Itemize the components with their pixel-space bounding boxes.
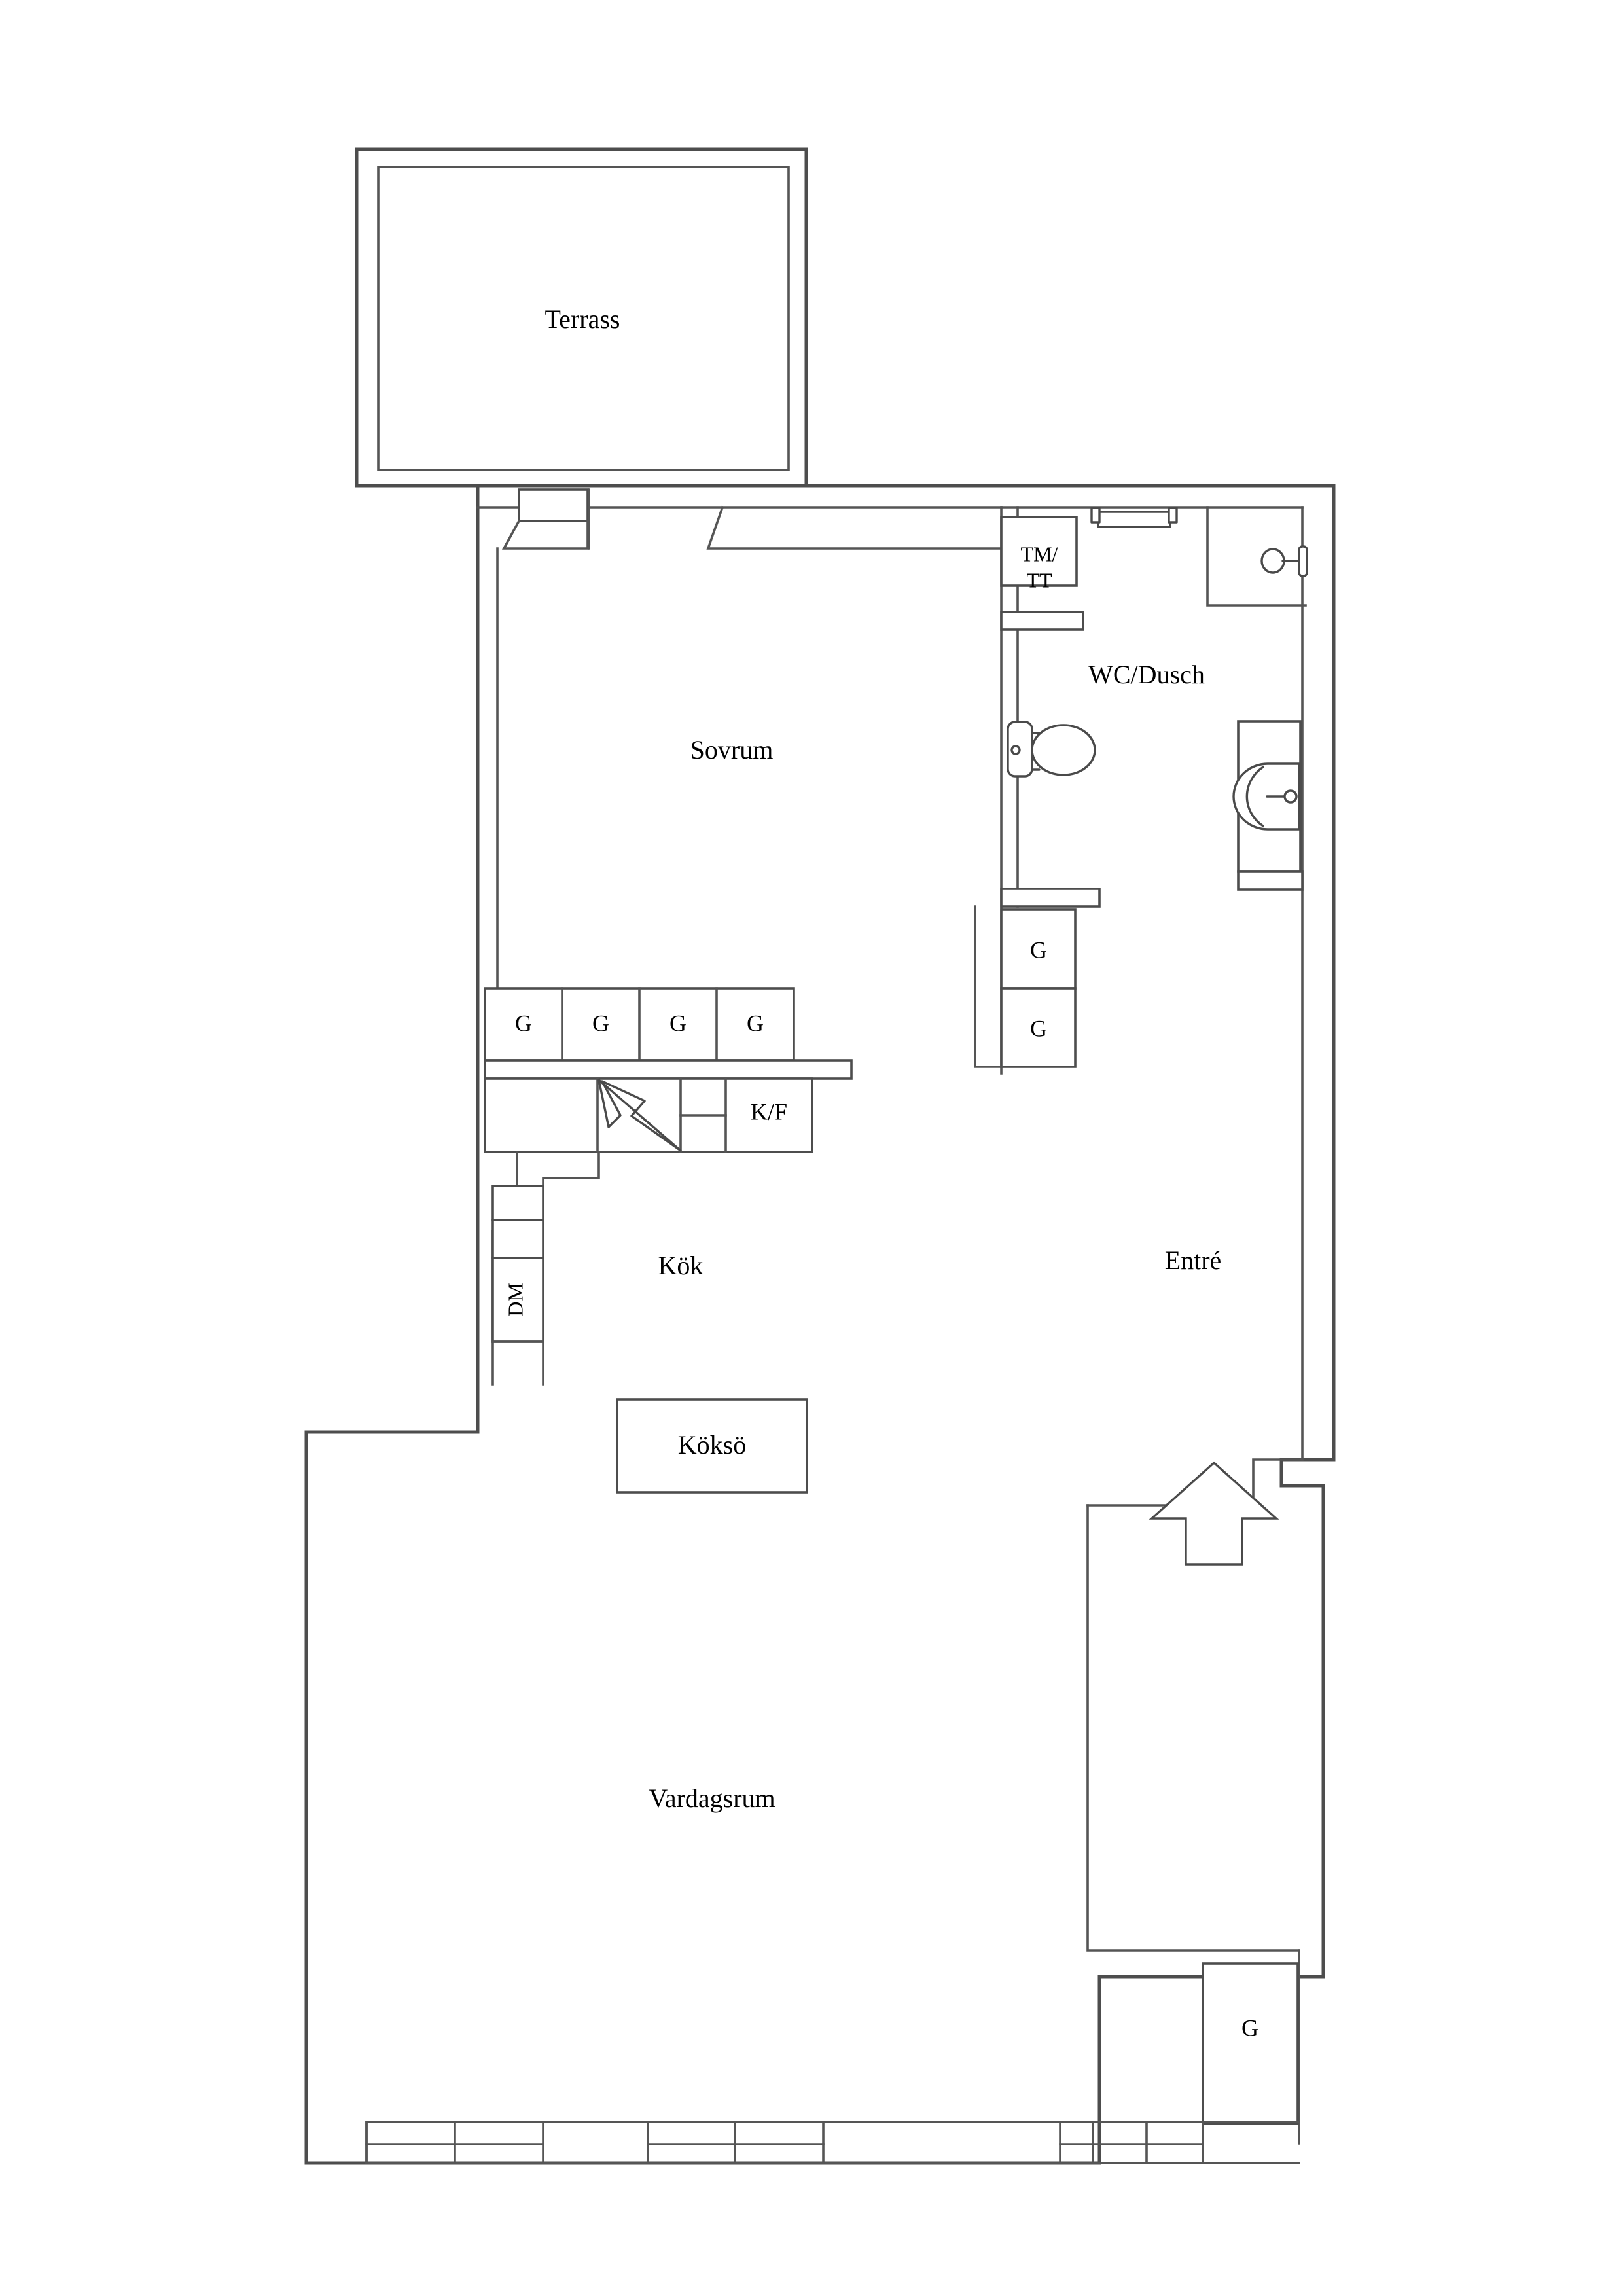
washer-dryer-label-line1: TM/ <box>1021 542 1058 565</box>
corridor-left-inner <box>1086 1504 1300 1952</box>
wc-window <box>1090 507 1178 528</box>
kitchen-left-counter: DM <box>491 1151 600 1386</box>
apartment-inner-walls <box>476 506 1304 2145</box>
room-label-terrass: Terrass <box>545 304 620 334</box>
wc-lower-partition-right <box>1237 870 1304 891</box>
kitchen-island-box <box>616 1398 808 1494</box>
kitchen-upper-cabinets: K/F <box>484 1077 813 1153</box>
entry-closet-box <box>1202 1962 1299 2125</box>
bedroom-upper-right-opening <box>706 505 1003 550</box>
living-room-windows <box>365 2121 1300 2164</box>
room-label-entre: Entré <box>1165 1246 1222 1275</box>
dishwasher-unit <box>491 1257 544 1343</box>
bedroom-right-opening-splay <box>706 505 1003 550</box>
window-jamb-left <box>1090 507 1101 524</box>
closet-label-g-bedroom-4: G <box>747 1010 764 1036</box>
faucet-handle <box>1283 789 1298 804</box>
closet-label-g-hall-2: G <box>1030 1015 1047 1041</box>
kitchen-sink-basin-1 <box>491 1185 544 1221</box>
kitchen-top-partition <box>484 1059 853 1080</box>
entrance-arrow-up <box>1149 1461 1279 1566</box>
washbasin-rim <box>1245 766 1264 827</box>
terrass-inner-wall <box>377 166 790 471</box>
shower-head-bulb <box>1260 548 1285 574</box>
bedroom-wardrobe-row: G G G G <box>484 987 795 1062</box>
terrace-door-opening <box>501 488 590 550</box>
closet-label-g-entry-1: G <box>1241 2015 1258 2041</box>
stove-lightning-icon <box>597 1079 682 1152</box>
kitchen-sink-basin-2 <box>491 1219 544 1259</box>
kitchen-island-label: Köksö <box>678 1430 746 1460</box>
dishwasher-label: DM <box>503 1283 527 1317</box>
hall-wardrobe-lower <box>1000 987 1077 1068</box>
fridge-freezer-label: K/F <box>751 1098 787 1124</box>
apartment-outer-walls <box>304 484 1336 2165</box>
room-label-kok: Kök <box>658 1251 704 1280</box>
kitchen-island: Köksö <box>616 1398 808 1494</box>
hall-wardrobes: G G <box>974 905 1077 1068</box>
shower-head-icon <box>1260 545 1308 577</box>
hall-wardrobe-left-wall <box>974 905 1003 1068</box>
toilet-flush-button <box>1010 745 1021 755</box>
closet-label-g-bedroom-1: G <box>515 1010 532 1036</box>
closet-label-g-bedroom-2: G <box>592 1010 609 1036</box>
kitchen-partition-bar <box>484 1059 853 1080</box>
room-label-sovrum: Sovrum <box>690 735 774 764</box>
washbasin-unit <box>1232 720 1302 873</box>
wc-lower-partition-left <box>1000 888 1101 908</box>
entrance-arrow-shape <box>1149 1461 1279 1566</box>
toilet-seat-connector <box>1031 732 1041 771</box>
wc-dusch-area: TM/ TT <box>1000 506 1308 908</box>
terrace-door-leaf <box>518 488 589 522</box>
hall-wardrobe-upper <box>1000 908 1077 990</box>
room-labels: Terrass Sovrum WC/Dusch Kök Entré Vardag… <box>545 304 1222 1813</box>
room-label-wc-dusch: WC/Dusch <box>1088 660 1205 689</box>
closet-label-g-hall-1: G <box>1030 937 1047 963</box>
wc-upper-partition <box>1000 611 1084 631</box>
window-band-frame <box>365 2121 1094 2164</box>
kitchen-counter-row <box>484 1077 813 1153</box>
terrace-door-threshold <box>501 519 589 550</box>
window-jamb-right <box>1168 507 1178 524</box>
toilet-icon <box>1007 721 1096 778</box>
toilet-bowl <box>1031 724 1096 776</box>
closet-label-g-bedroom-3: G <box>669 1010 687 1036</box>
shower-enclosure <box>1206 506 1307 607</box>
washer-dryer-label-line2: TT <box>1026 568 1052 592</box>
shower-wall-mount <box>1298 545 1308 577</box>
room-label-vardagsrum: Vardagsrum <box>649 1784 775 1813</box>
washer-dryer-box <box>1000 516 1078 587</box>
window-icon <box>1097 511 1171 528</box>
entry-closet: G <box>1202 1962 1299 2125</box>
entry-step-inner <box>1252 1458 1304 1507</box>
kitchen-counter-inner-edge <box>542 1151 600 1386</box>
main-outer-wall <box>304 484 1336 2165</box>
